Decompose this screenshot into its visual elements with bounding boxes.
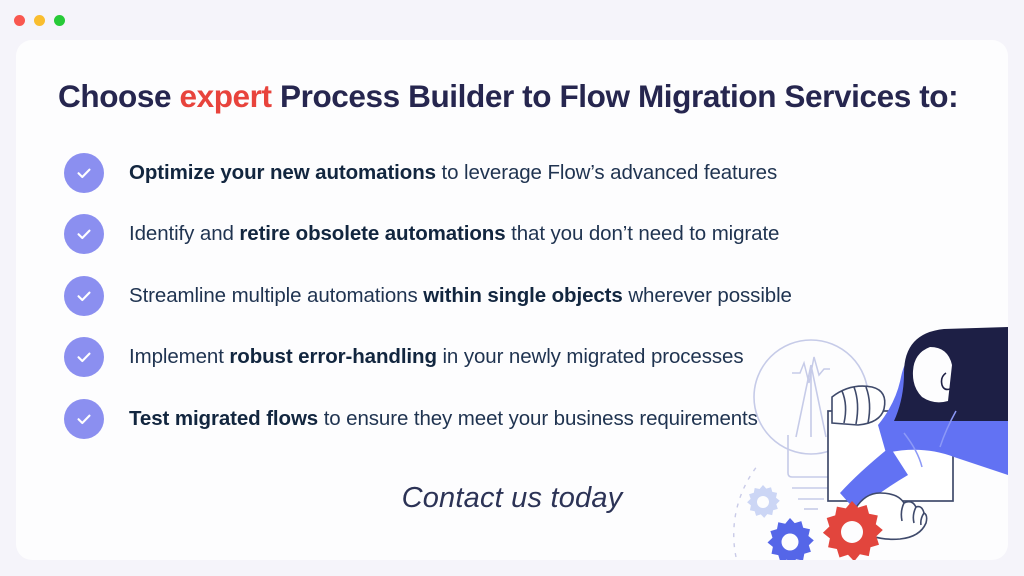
page-title: Choose expert Process Builder to Flow Mi… <box>58 78 959 115</box>
list-item: Optimize your new automations to leverag… <box>64 142 964 204</box>
page-title-accent: expert <box>179 78 272 114</box>
list-item: Streamline multiple automations within s… <box>64 265 964 327</box>
list-item-emphasis: Optimize your new automations <box>129 160 436 184</box>
list-item-post: wherever possible <box>622 283 792 307</box>
list-item-label: Test migrated flows to ensure they meet … <box>129 407 758 431</box>
window-minimize-button[interactable] <box>34 14 45 26</box>
gear-blue-icon <box>767 518 814 560</box>
list-item: Implement robust error-handling in your … <box>64 327 964 389</box>
list-item: Test migrated flows to ensure they meet … <box>64 388 964 450</box>
check-icon <box>64 398 104 439</box>
check-icon <box>64 214 104 255</box>
list-item-emphasis: retire obsolete automations <box>239 222 506 246</box>
window-titlebar <box>0 0 1024 40</box>
list-item-pre: Implement <box>129 345 230 369</box>
list-item-emphasis: Test migrated flows <box>129 406 319 430</box>
list-item-rest: to ensure they meet your business requir… <box>318 406 758 430</box>
list-item: Identify and retire obsolete automations… <box>64 204 964 266</box>
benefits-list: Optimize your new automations to leverag… <box>64 142 964 450</box>
list-item-label: Identify and retire obsolete automations… <box>129 222 779 246</box>
list-item-rest: to leverage Flow’s advanced features <box>435 160 778 184</box>
window-close-button[interactable] <box>14 14 25 26</box>
list-item-emphasis: within single objects <box>423 283 623 307</box>
page-title-part1: Choose <box>58 78 180 114</box>
list-item-label: Streamline multiple automations within s… <box>129 284 792 308</box>
check-icon <box>64 275 104 316</box>
content-card: Choose expert Process Builder to Flow Mi… <box>16 40 1008 560</box>
list-item-pre: Streamline multiple automations <box>129 283 424 307</box>
list-item-label: Implement robust error-handling in your … <box>129 345 744 369</box>
list-item-post: that you don’t need to migrate <box>505 222 780 246</box>
list-item-emphasis: robust error-handling <box>229 345 437 369</box>
check-icon <box>64 152 104 193</box>
list-item-label: Optimize your new automations to leverag… <box>129 161 777 185</box>
page-title-part2: Process Builder to Flow Migration Servic… <box>271 78 959 114</box>
cta-text[interactable]: Contact us today <box>401 482 623 514</box>
list-item-post: in your newly migrated processes <box>436 345 744 369</box>
check-icon <box>64 337 104 378</box>
list-item-pre: Identify and <box>129 222 240 246</box>
window-maximize-button[interactable] <box>54 14 65 26</box>
